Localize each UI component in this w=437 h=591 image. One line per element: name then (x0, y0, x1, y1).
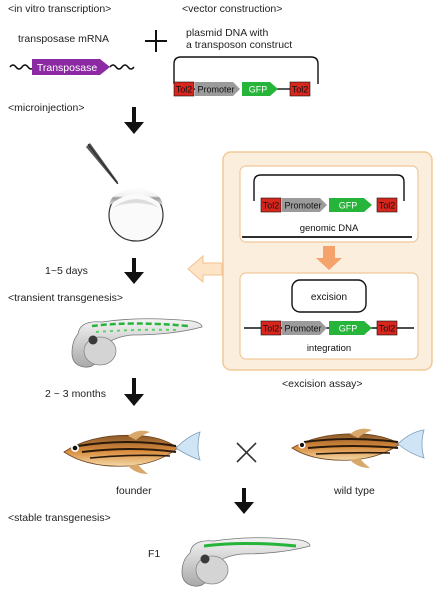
transposase-mrna-graphic: Transposase (9, 59, 135, 75)
down-arrow-icon (124, 258, 144, 284)
plasmid-label-line1: plasmid DNA with (186, 27, 269, 39)
days-label: 1~5 days (45, 265, 88, 277)
excision-label: excision (311, 292, 347, 303)
step-microinjection: <microinjection> (8, 102, 85, 114)
f1-label: F1 (148, 548, 161, 560)
step-vector-construction: <vector construction> (182, 3, 283, 15)
tol2-left-label: Tol2 (263, 324, 280, 334)
tol2-left-label: Tol2 (263, 201, 280, 211)
transposase-mrna-label: transposase mRNA (18, 33, 110, 45)
gfp-label: GFP (339, 201, 358, 211)
transient-embryo-icon (71, 318, 203, 368)
tol2-right-label: Tol2 (292, 85, 309, 95)
integration-label: integration (307, 343, 351, 354)
transposase-arrow (32, 59, 110, 75)
founder-label: founder (116, 485, 152, 497)
tol2-right-label: Tol2 (379, 324, 396, 334)
promoter-label: Promoter (284, 201, 321, 211)
cross-icon (236, 442, 257, 463)
tol2-right-box (289, 81, 311, 97)
founder-fish-icon (63, 430, 201, 474)
wild-type-fish-icon (291, 428, 425, 468)
transposase-label: Transposase (37, 62, 97, 74)
genomic-dna-label: genomic DNA (300, 223, 359, 234)
step-excision-assay: <excision assay> (282, 378, 363, 390)
promoter-label: Promoter (197, 85, 234, 95)
plasmid-label-line2: a transposon construct (186, 39, 293, 51)
orange-left-arrow-icon (187, 254, 223, 284)
promoter-label: Promoter (284, 324, 321, 334)
plus-icon (145, 30, 167, 52)
plasmid-construct: Tol2 Promoter GFP Tol2 (173, 56, 319, 97)
excision-assay-panel: excision (222, 151, 433, 371)
injection-needle-icon (86, 143, 119, 185)
down-arrow-icon (124, 107, 144, 134)
step-transient-transgenesis: <transient transgenesis> (8, 292, 123, 304)
down-arrow-icon (124, 378, 144, 406)
down-arrow-icon (234, 488, 254, 514)
tol2-right-label: Tol2 (379, 201, 396, 211)
orange-down-arrow-icon (316, 246, 342, 270)
f1-embryo-icon (181, 537, 311, 587)
gfp-label: GFP (249, 85, 268, 95)
excision-box (291, 279, 367, 313)
promoter-arrow (195, 82, 240, 96)
months-label: 2 ~ 3 months (45, 388, 106, 400)
gfp-label: GFP (339, 324, 358, 334)
step-in-vitro-transcription: <in vitro transcription> (8, 3, 112, 15)
assay-construct-top: Tol2 Promoter GFP Tol2 (260, 197, 398, 213)
tol2-left-label: Tol2 (176, 85, 193, 95)
wild-type-label: wild type (334, 485, 375, 497)
step-stable-transgenesis: <stable transgenesis> (8, 512, 111, 524)
gfp-arrow (242, 82, 278, 96)
egg-icon (108, 188, 164, 242)
tol2-left-box (173, 81, 195, 97)
assay-construct-integrated: Tol2 Promoter GFP Tol2 (260, 320, 398, 336)
